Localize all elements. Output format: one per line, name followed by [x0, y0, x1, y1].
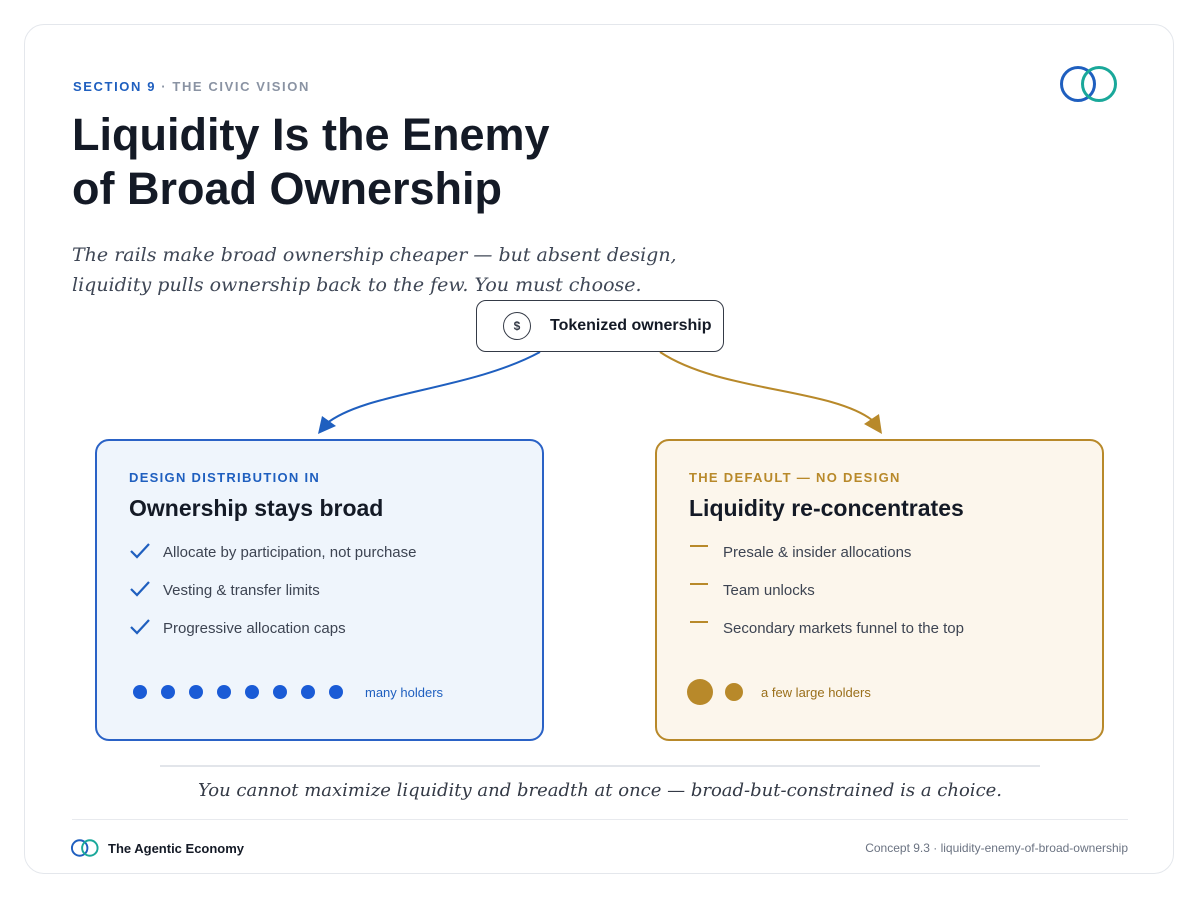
interlocking-rings-icon: [1060, 66, 1117, 102]
holder-dot: [133, 685, 147, 699]
holder-dot: [217, 685, 231, 699]
section-separator: ·: [161, 79, 168, 94]
holders-label: many holders: [365, 685, 444, 700]
list-item-text: Vesting & transfer limits: [163, 582, 320, 599]
page-title: Liquidity Is the Enemy of Broad Ownershi…: [72, 108, 692, 216]
tagline: You cannot maximize liquidity and breadt…: [197, 780, 1003, 801]
dash-icon: [690, 583, 708, 585]
dash-icon: [690, 621, 708, 623]
subtitle: The rails make broad ownership cheaper —…: [72, 240, 692, 300]
holder-dot: [189, 685, 203, 699]
dash-icon: [690, 545, 708, 547]
design-panel-eyebrow: DESIGN DISTRIBUTION IN: [129, 470, 321, 485]
section-eyebrow: SECTION 9 · THE CIVIC VISION: [73, 79, 310, 94]
list-item-text: Presale & insider allocations: [723, 544, 912, 561]
list-item-text: Allocate by participation, not purchase: [163, 544, 417, 561]
subtitle-line-1: The rails make broad ownership cheaper —…: [72, 244, 677, 266]
holder-dot: [725, 683, 743, 701]
source-node: $ Tokenized ownership: [476, 300, 724, 352]
footer-brand: The Agentic Economy: [70, 838, 244, 858]
holders-label: a few large holders: [761, 685, 871, 700]
holder-dot: [273, 685, 287, 699]
interlocking-rings-icon: [70, 839, 99, 857]
default-panel-title: Liquidity re-concentrates: [689, 495, 964, 521]
brand-name: The Agentic Economy: [108, 840, 245, 856]
subtitle-line-2: liquidity pulls ownership back to the fe…: [72, 274, 642, 296]
default-panel: THE DEFAULT — NO DESIGN Liquidity re-con…: [655, 439, 1104, 741]
holder-dot: [301, 685, 315, 699]
design-panel-title: Ownership stays broad: [129, 495, 384, 521]
holder-dot: [161, 685, 175, 699]
title-line-2: of Broad Ownership: [72, 163, 503, 214]
list-item-text: Team unlocks: [723, 582, 815, 599]
footer-divider: [72, 819, 1128, 820]
holder-dot: [329, 685, 343, 699]
holder-dot: [245, 685, 259, 699]
checkmark-icon: [130, 581, 150, 597]
default-panel-eyebrow: THE DEFAULT — NO DESIGN: [689, 470, 901, 485]
checkmark-icon: [130, 619, 150, 635]
design-panel: DESIGN DISTRIBUTION IN Ownership stays b…: [95, 439, 544, 741]
section-label: SECTION 9: [73, 79, 157, 94]
concept-id: Concept 9.3 · liquidity-enemy-of-broad-o…: [865, 841, 1128, 855]
list-item-text: Progressive allocation caps: [163, 620, 346, 637]
source-label: Tokenized ownership: [550, 317, 712, 334]
list-item-text: Secondary markets funnel to the top: [723, 620, 964, 637]
checkmark-icon: [130, 543, 150, 559]
title-line-1: Liquidity Is the Enemy: [72, 109, 550, 160]
divider: [160, 765, 1040, 767]
holder-dot: [687, 679, 713, 705]
dollar-coin-icon: $: [503, 312, 531, 340]
section-name: THE CIVIC VISION: [172, 79, 310, 94]
